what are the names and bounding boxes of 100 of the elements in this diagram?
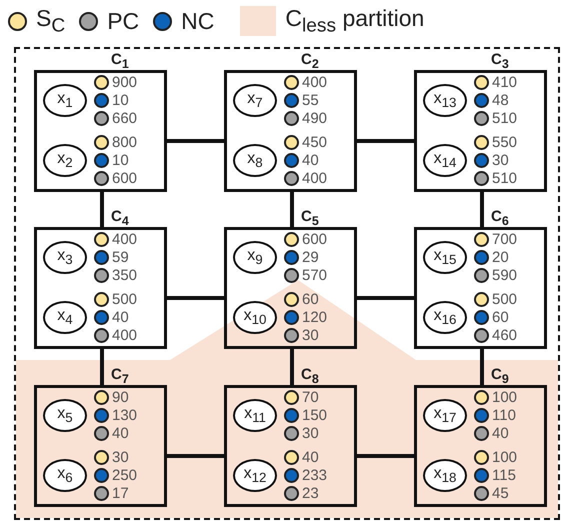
point-label: x$_{2}$	[57, 150, 73, 171]
value-label: 410	[492, 74, 518, 91]
value-label: 30	[492, 152, 509, 169]
point-label: x$_{8}$	[247, 150, 263, 171]
legend-label: PC	[107, 8, 140, 34]
point-label: x$_{1}$	[57, 90, 73, 111]
value-label: 23	[302, 485, 319, 502]
value-label: 400	[112, 231, 138, 248]
data-ellipse	[233, 241, 277, 274]
value-label: 59	[112, 249, 129, 266]
point-label: x$_{12}$	[244, 465, 266, 486]
value-label: 30	[302, 327, 319, 344]
legend-label: S$_{C}$	[36, 4, 66, 38]
point-label: x$_{16}$	[434, 307, 456, 328]
data-ellipse	[423, 241, 467, 274]
value-label: 40	[302, 449, 319, 466]
value-label: 700	[492, 231, 518, 248]
cluster-label: C$_{9}$	[491, 367, 509, 387]
point-label: x$_{18}$	[434, 465, 456, 486]
value-label: 70	[302, 389, 319, 406]
legend-label: NC	[181, 8, 214, 34]
cluster-label: C$_{5}$	[301, 209, 319, 229]
value-label: 150	[302, 407, 328, 424]
value-label: 350	[112, 267, 138, 284]
value-label: 500	[112, 291, 138, 308]
point-label: x$_{17}$	[434, 405, 456, 426]
data-ellipse	[43, 84, 87, 117]
data-ellipse	[233, 84, 277, 117]
connector-line	[357, 296, 414, 300]
value-label: 250	[112, 467, 138, 484]
value-label: 115	[492, 467, 516, 484]
value-label: 900	[112, 74, 138, 91]
value-label: 400	[112, 327, 138, 344]
point-label: x$_{13}$	[434, 90, 456, 111]
value-label: 233	[302, 467, 328, 484]
value-label: 570	[302, 267, 328, 284]
value-label: 30	[112, 449, 129, 466]
legend-label: C$_{less}$ partition	[285, 4, 424, 38]
value-label: 10	[112, 92, 129, 109]
connector-line	[167, 454, 224, 458]
value-label: 460	[492, 327, 518, 344]
value-label: 660	[112, 110, 138, 127]
connector-line	[167, 139, 224, 143]
dashed-frame	[14, 47, 560, 520]
connector-line	[167, 296, 224, 300]
value-label: 40	[302, 152, 319, 169]
value-label: 100	[492, 449, 518, 466]
point-label: x$_{11}$	[244, 405, 266, 426]
connector-line	[100, 349, 104, 385]
value-label: 590	[492, 267, 518, 284]
value-label: 90	[112, 389, 129, 406]
value-label: 20	[492, 249, 509, 266]
value-label: 800	[112, 134, 138, 151]
value-label: 550	[492, 134, 518, 151]
connector-line	[480, 192, 484, 227]
value-label: 29	[302, 249, 319, 266]
value-label: 60	[302, 291, 319, 308]
point-label: x$_{6}$	[57, 465, 73, 486]
value-label: 17	[112, 485, 129, 502]
value-label: 48	[492, 92, 509, 109]
cluster-label: C$_{7}$	[111, 367, 129, 387]
value-label: 450	[302, 134, 328, 151]
point-label: x$_{9}$	[247, 247, 263, 268]
value-label: 400	[302, 170, 328, 187]
point-label: x$_{3}$	[57, 247, 73, 268]
value-label: 30	[302, 425, 319, 442]
connector-line	[290, 349, 294, 385]
value-label: 10	[112, 152, 129, 169]
value-label: 510	[492, 110, 518, 127]
cluster-label: C$_{8}$	[301, 367, 319, 387]
cluster-label: C$_{1}$	[111, 52, 129, 72]
value-label: 40	[112, 425, 129, 442]
value-label: 510	[492, 170, 518, 187]
point-label: x$_{5}$	[57, 405, 73, 426]
data-ellipse	[423, 144, 467, 177]
value-label: 40	[492, 425, 509, 442]
value-label: 130	[112, 407, 138, 424]
point-label: x$_{15}$	[434, 247, 456, 268]
value-label: 490	[302, 110, 328, 127]
value-label: 100	[492, 389, 518, 406]
value-label: 120	[302, 309, 328, 326]
data-ellipse	[423, 301, 467, 334]
data-ellipse	[233, 144, 277, 177]
value-label: 600	[112, 170, 138, 187]
connector-line	[357, 139, 414, 143]
data-ellipse	[43, 241, 87, 274]
cluster-label: C$_{6}$	[491, 209, 509, 229]
connector-line	[290, 192, 294, 227]
value-label: 60	[492, 309, 509, 326]
cluster-label: C$_{4}$	[111, 209, 129, 229]
data-ellipse	[423, 84, 467, 117]
point-label: x$_{7}$	[247, 90, 263, 111]
point-label: x$_{14}$	[434, 150, 456, 171]
point-label: x$_{4}$	[57, 307, 73, 328]
cluster-label: C$_{2}$	[301, 52, 319, 72]
connector-line	[100, 192, 104, 227]
value-label: 600	[302, 231, 328, 248]
connector-line	[480, 349, 484, 385]
connector-line	[357, 454, 414, 458]
cluster-label: C$_{3}$	[491, 52, 509, 72]
